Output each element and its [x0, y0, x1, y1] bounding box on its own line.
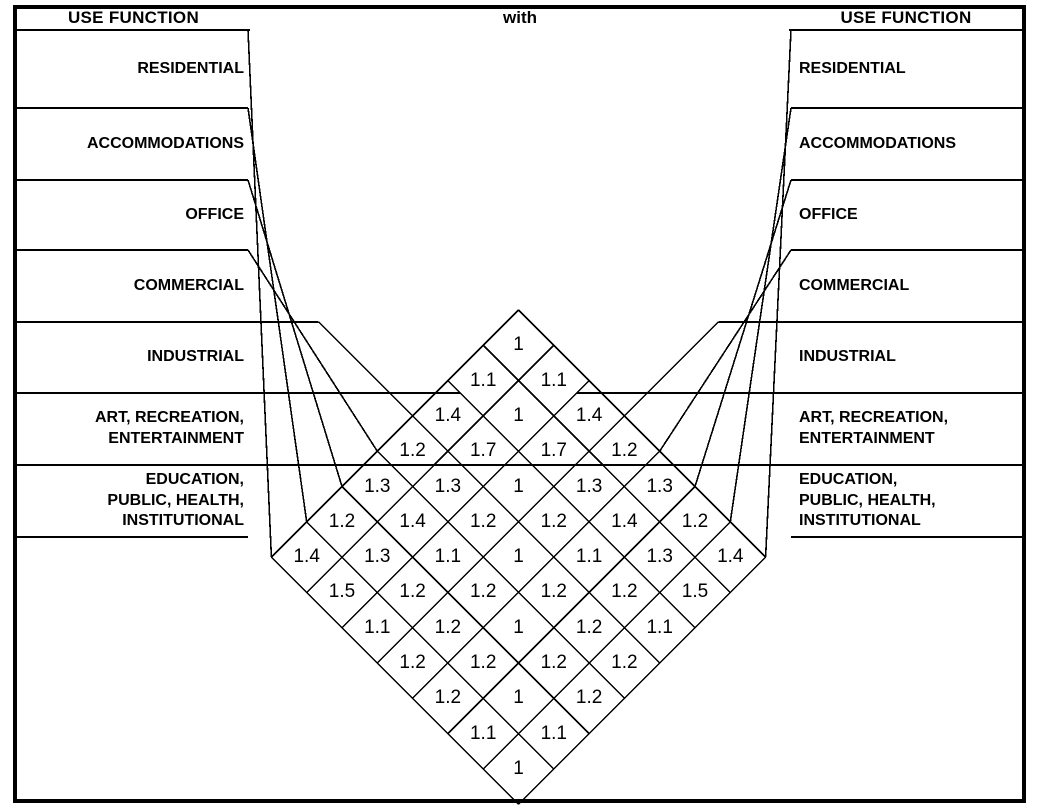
label-line: EDUCATION,	[145, 470, 244, 488]
use-function-label-left-office: OFFICE	[17, 180, 248, 250]
use-function-label-right-education-public-health-institutional: EDUCATION, PUBLIC, HEALTH, INSTITUTIONAL	[791, 465, 1022, 537]
label-line: INSTITUTIONAL	[122, 512, 244, 530]
matrix-cell-value: 1.3	[646, 475, 673, 497]
label-line: PUBLIC, HEALTH,	[799, 491, 936, 509]
matrix-cell-value: 1.1	[364, 616, 391, 638]
label-line: OFFICE	[185, 205, 244, 223]
label-line: ACCOMMODATIONS	[799, 134, 957, 152]
use-function-label-left-industrial: INDUSTRIAL	[17, 322, 248, 393]
matrix-cell-value: 1	[513, 475, 524, 497]
use-function-label-right-art-recreation-entertainment: ART, RECREATION, ENTERTAINMENT	[791, 393, 1022, 465]
label-line: COMMERCIAL	[799, 276, 910, 294]
label-line: ENTERTAINMENT	[799, 430, 935, 447]
label-line: RESIDENTIAL	[799, 59, 906, 77]
matrix-cell-value: 1.2	[434, 687, 462, 709]
use-function-label-left-education-public-health-institutional: EDUCATION, PUBLIC, HEALTH, INSTITUTIONAL	[17, 465, 248, 537]
matrix-cell-value: 1.4	[434, 404, 462, 426]
matrix-cell-value: 1.2	[611, 581, 638, 603]
matrix-cell-value: 1.2	[399, 581, 426, 603]
matrix-cell-value: 1.2	[611, 440, 638, 462]
matrix-cell-value: 1.3	[575, 475, 603, 497]
matrix-cell-value: 1	[513, 334, 524, 356]
use-function-label-left-accommodations: ACCOMMODATIONS	[17, 108, 248, 180]
use-function-label-left-residential: RESIDENTIAL	[17, 30, 248, 108]
matrix-cell-value: 1.3	[646, 546, 673, 568]
matrix-cell-value: 1.2	[469, 581, 497, 603]
matrix-cell-value: 1.4	[399, 510, 426, 532]
matrix-cell-value: 1.5	[681, 581, 709, 603]
label-line: RESIDENTIAL	[137, 59, 244, 77]
label-line: OFFICE	[799, 205, 858, 223]
matrix-cell-value: 1.3	[434, 475, 462, 497]
matrix-cell-value: 1.5	[328, 581, 356, 603]
matrix-cell-value: 1.2	[434, 616, 462, 638]
header-right-use-function: USE FUNCTION	[840, 8, 972, 27]
use-function-label-right-industrial: INDUSTRIAL	[791, 322, 1022, 393]
matrix-cell-value: 1.1	[540, 369, 568, 391]
matrix-cell-value: 1.2	[328, 510, 356, 532]
matrix-cell-value: 1	[513, 404, 524, 426]
header-left-use-function: USE FUNCTION	[67, 8, 200, 27]
label-line: INSTITUTIONAL	[799, 512, 921, 530]
matrix-cell-value: 1.2	[469, 510, 497, 532]
use-function-label-right-accommodations: ACCOMMODATIONS	[791, 108, 1022, 180]
matrix-cell-value: 1	[513, 616, 524, 638]
matrix-cell-value: 1.2	[575, 687, 603, 709]
matrix-cell-value: 1.2	[575, 616, 603, 638]
matrix-cell-value: 1.2	[469, 652, 497, 673]
use-function-label-right-office: OFFICE	[791, 180, 1022, 250]
matrix-cell-value: 1.2	[681, 510, 709, 532]
matrix-cell-value: 1.2	[399, 652, 426, 673]
label-line: INDUSTRIAL	[147, 348, 244, 366]
label-line: ART, RECREATION,	[94, 409, 244, 427]
matrix-cell-value: 1	[513, 546, 524, 568]
matrix-cell-value: 1.4	[611, 510, 638, 532]
matrix-cell-value: 1.2	[611, 652, 638, 673]
label-line: PUBLIC, HEALTH,	[107, 491, 244, 509]
matrix-cell-value: 1.7	[469, 440, 497, 462]
matrix-cell-value: 1.4	[717, 546, 744, 568]
matrix-cell-value: 1.7	[540, 440, 568, 462]
matrix-cell-value: 1	[513, 757, 524, 779]
matrix-cell-value: 1.4	[293, 546, 320, 568]
use-function-label-right-commercial: COMMERCIAL	[791, 250, 1022, 322]
matrix-cell-value: 1.1	[575, 546, 603, 568]
use-function-label-left-art-recreation-entertainment: ART, RECREATION, ENTERTAINMENT	[17, 393, 248, 465]
header-center-with: with	[503, 8, 537, 27]
matrix-cell-value: 1.4	[575, 404, 603, 426]
use-function-label-right-residential: RESIDENTIAL	[791, 30, 1022, 108]
matrix-cell-value: 1.2	[540, 510, 568, 532]
matrix-cell-value: 1.1	[469, 722, 497, 744]
matrix-cell-value: 1.2	[540, 652, 568, 673]
matrix-cell-value: 1.1	[646, 616, 673, 638]
matrix-cell-value: 1.1	[540, 722, 568, 744]
use-function-label-left-commercial: COMMERCIAL	[17, 250, 248, 322]
matrix-cell-value: 1.3	[364, 475, 391, 497]
matrix-cell-value: 1.3	[364, 546, 391, 568]
matrix-cell-value: 1.2	[540, 581, 568, 603]
label-line: ART, RECREATION,	[799, 409, 949, 427]
label-line: INDUSTRIAL	[799, 348, 896, 366]
matrix-cell-value: 1.1	[469, 369, 497, 391]
label-line: COMMERCIAL	[133, 276, 244, 294]
label-line: ENTERTAINMENT	[108, 430, 244, 447]
label-line: EDUCATION,	[799, 470, 898, 488]
label-line: ACCOMMODATIONS	[86, 134, 244, 152]
matrix-cell-value: 1	[513, 687, 524, 709]
matrix-cell-value: 1.2	[399, 440, 426, 462]
matrix-cell-value: 1.1	[434, 546, 462, 568]
